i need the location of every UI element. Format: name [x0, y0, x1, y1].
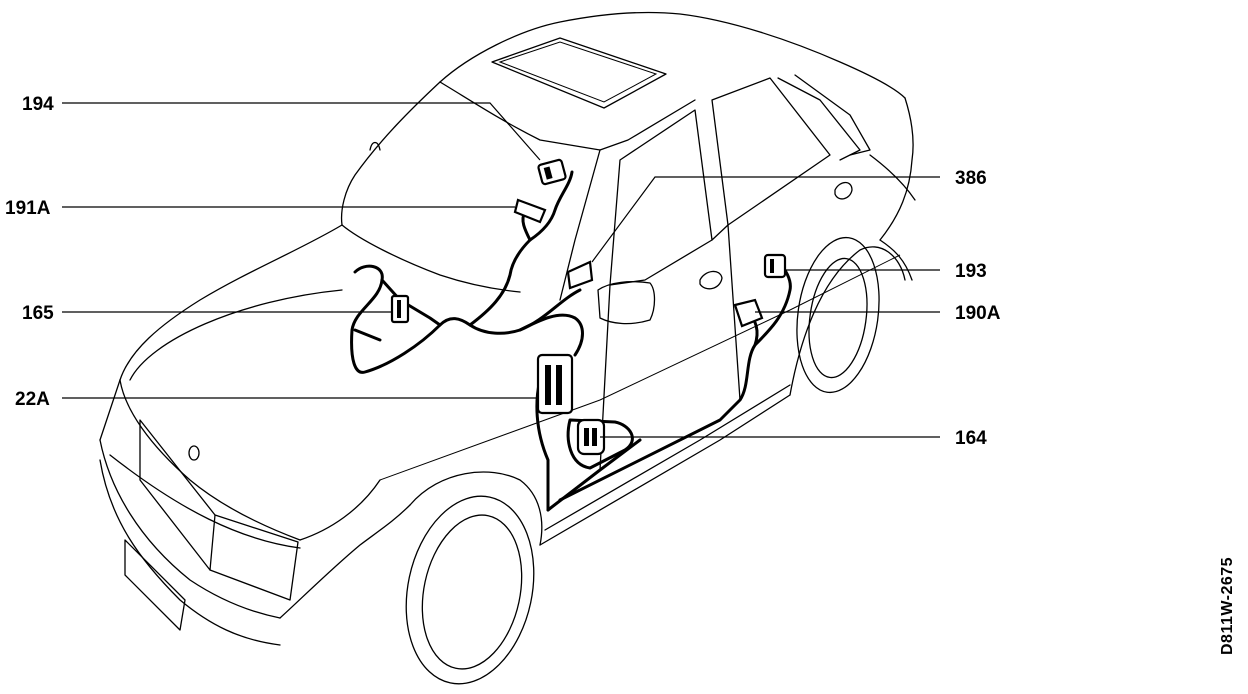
label-193: 193 [955, 261, 987, 282]
connector-191a [513, 198, 547, 224]
label-164: 164 [955, 428, 987, 449]
label-386: 386 [955, 168, 987, 189]
figure-code: D811W-2675 [1219, 557, 1236, 655]
label-190a: 190A [955, 303, 1001, 324]
label-22a: 22A [15, 389, 50, 410]
connector-22a [536, 353, 574, 415]
car-body [99, 11, 916, 685]
connector-190a [733, 298, 764, 328]
callout-labels: 194 191A 165 22A 386 193 190A 164 [5, 94, 1001, 449]
connector-193 [763, 253, 787, 279]
connectors [390, 158, 787, 456]
label-165: 165 [22, 303, 54, 324]
label-191a: 191A [5, 198, 51, 219]
leader-lines [62, 102, 940, 438]
connector-194 [537, 158, 567, 186]
connector-386 [566, 260, 594, 290]
label-194: 194 [22, 94, 54, 115]
